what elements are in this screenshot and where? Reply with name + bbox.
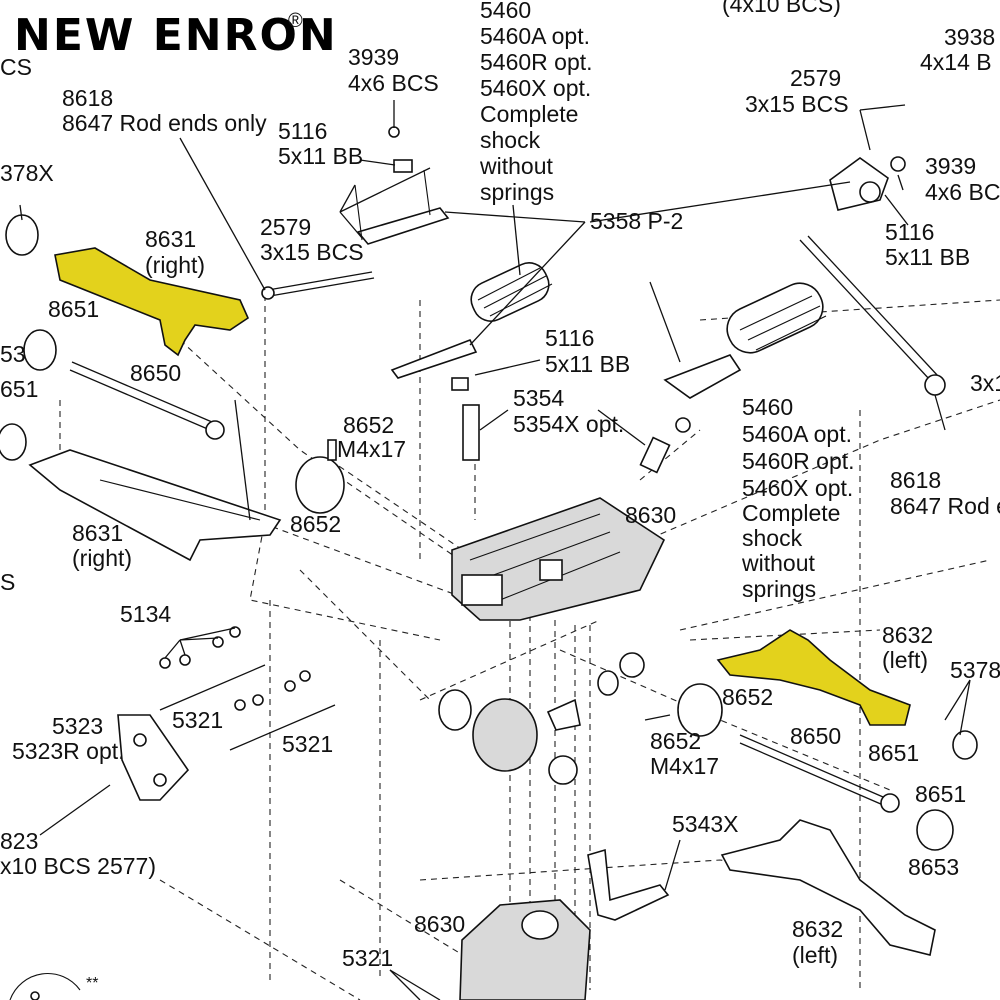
callout-label: 5x11 BB [278,143,363,169]
callout-label: 3x1 [970,370,1000,396]
logo-registered-mark: ® [288,10,303,32]
callout-label: 8630 [625,502,676,528]
callout-label: 5354X opt. [513,411,624,437]
callout-label: 8650 [790,723,841,749]
callout-label: 2579 [260,214,311,240]
callout-label: 5460X opt. [480,75,591,101]
callout-label: 4x6 BCS [348,70,439,96]
callout-label: 3938 [944,24,995,50]
callout-label: 8651 [48,296,99,322]
callout-label: 651 [0,376,38,402]
callout-label: 5460A opt. [480,23,590,49]
callout-label: 8652 [343,412,394,438]
callout-label: 4x6 BC [925,179,1000,205]
callout-label: 5358 P-2 [590,208,683,234]
callout-label: 8652 [290,511,341,537]
callout-label: 3939 [925,153,976,179]
callout-label: 5321 [172,707,223,733]
callout-label: (left) [792,942,838,968]
callout-label: 5460R opt. [480,49,593,75]
callout-label: 5116 [545,325,594,351]
callout-label: 8618 [62,85,113,111]
callout-label: without [741,550,815,576]
callout-label: 5460 [480,0,531,23]
callout-label: 8651 [868,740,919,766]
leader-lines [19,100,971,1000]
callout-label: CS [0,54,32,80]
callout-label: 53 [0,341,26,367]
callout-label: 5134 [120,601,171,627]
callout-label: 8652 [650,728,701,754]
callout-label: 8650 [130,360,181,386]
callout-label: 8631 [145,226,196,252]
callout-label: 5460A opt. [742,421,852,447]
callout-label: 8632 [792,916,843,942]
callout-label: shock [480,127,541,153]
callout-label: 5321 [342,945,393,971]
callout-label: springs [480,179,554,205]
callout-label: 5x11 BB [885,244,970,270]
callout-label: 378X [0,160,54,186]
callout-label: 8652 [722,684,773,710]
callout-label: 823 [0,828,38,854]
callout-label: 5323 [52,713,103,739]
callout-label: 5378 [950,657,1000,683]
callout-label: shock [742,525,803,551]
callout-label: 8647 Rod ends only [62,110,267,136]
callout-label: 5321 [282,731,333,757]
callout-label: x10 BCS 2577) [0,853,156,879]
callout-label: Complete [742,500,840,526]
callout-label: 5354 [513,385,564,411]
callout-label: Complete [480,101,578,127]
callout-label: S [0,569,15,595]
parts [0,126,978,1000]
callout-label: 8618 [890,467,941,493]
callout-label: 5343X [672,811,739,837]
callout-label: 5116 [885,219,934,245]
callout-label: (right) [145,252,205,278]
callout-label: ** [86,975,98,992]
callout-label: 5460 [742,394,793,420]
callout-label: 3x15 BCS [745,91,849,117]
callout-label: 4x14 B [920,49,992,75]
callout-label: 8632 [882,622,933,648]
callout-label: without [479,153,553,179]
callout-label: 5x11 BB [545,351,630,377]
clip-group [159,626,311,711]
logo-text: NEW ENRON [14,10,338,61]
callout-label: 5460R opt. [742,448,855,474]
callout-label: 8630 [414,911,465,937]
callout-label: (left) [882,647,928,673]
callout-label: 8653 [908,854,959,880]
callout-label: 5460X opt. [742,475,853,501]
callout-label: M4x17 [337,436,406,462]
callout-label: 3x15 BCS [260,239,364,265]
callout-label: (4x10 BCS) [722,0,841,17]
callout-label: 2579 [790,65,841,91]
callout-label: springs [742,576,816,602]
callout-label: 5116 [278,118,327,144]
callout-label: 8631 [72,520,123,546]
callout-label: 5323R opt. [12,738,125,764]
callout-label: (right) [72,545,132,571]
callout-label: M4x17 [650,753,719,779]
callout-label: 3939 [348,44,399,70]
callout-label: 8651 [915,781,966,807]
callout-label: 8647 Rod e [890,493,1000,519]
